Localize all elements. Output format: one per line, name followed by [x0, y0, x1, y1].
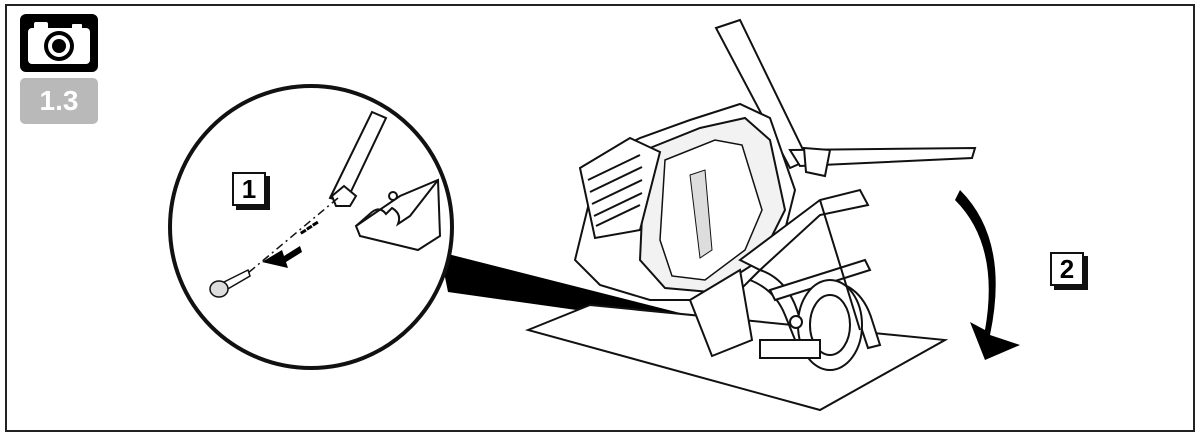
screw-icon	[209, 268, 251, 298]
detail-magnifier	[168, 84, 454, 370]
handle-bar	[714, 18, 977, 178]
rotation-arrow	[955, 190, 1020, 360]
engine-body	[573, 102, 797, 301]
callout-step-2: 2	[1050, 252, 1084, 286]
removal-arrow	[262, 220, 319, 268]
camera-badge	[20, 14, 98, 72]
step-number-badge: 1.3	[20, 78, 98, 124]
cooling-fins	[578, 136, 662, 240]
camera-icon	[28, 22, 90, 64]
magnifier-connector	[440, 252, 692, 326]
guide-line	[241, 197, 339, 279]
callout-step-1: 1	[232, 172, 266, 206]
tine-assembly	[688, 188, 882, 371]
